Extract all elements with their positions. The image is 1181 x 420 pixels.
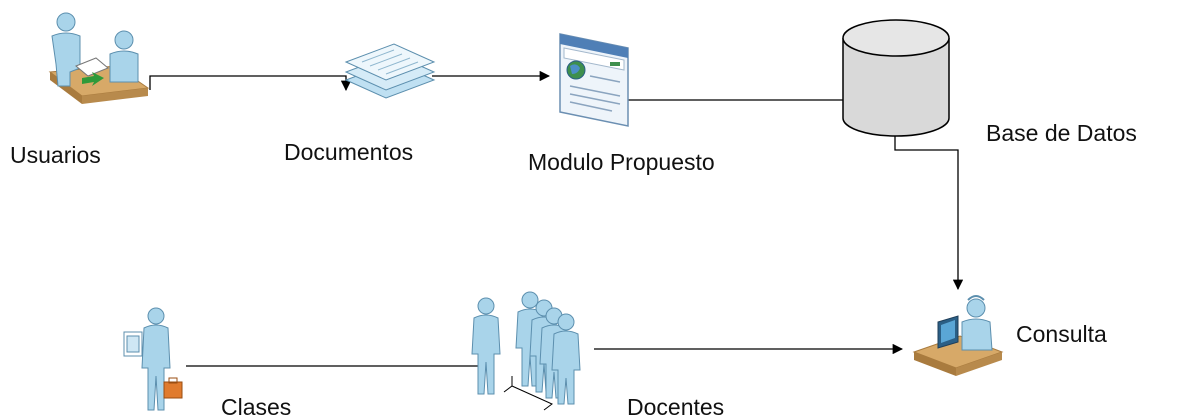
node-label-clases: Clases (221, 394, 292, 420)
person-at-computer-icon (912, 295, 1004, 376)
node-label-consulta: Consulta (1016, 321, 1107, 347)
users-desk-meeting-icon (48, 12, 150, 104)
node-label-base-de-datos: Base de Datos (986, 120, 1137, 146)
documents-stack-icon (344, 43, 436, 99)
group-of-people-icon (471, 291, 581, 411)
edge-base-datos-consulta (894, 136, 964, 291)
edge-modulo-base-datos (628, 94, 861, 106)
node-label-documentos: Documentos (284, 139, 414, 165)
node-label-usuarios: Usuarios (10, 142, 101, 168)
node-label-docentes: Docentes (627, 394, 725, 420)
edge-usuarios-documentos (149, 75, 352, 92)
database-cylinder-icon (842, 19, 950, 137)
web-module-window-icon (559, 33, 629, 127)
node-label-modulo-propuesto: Modulo Propuesto (528, 149, 715, 175)
person-with-briefcase-icon (123, 307, 183, 411)
